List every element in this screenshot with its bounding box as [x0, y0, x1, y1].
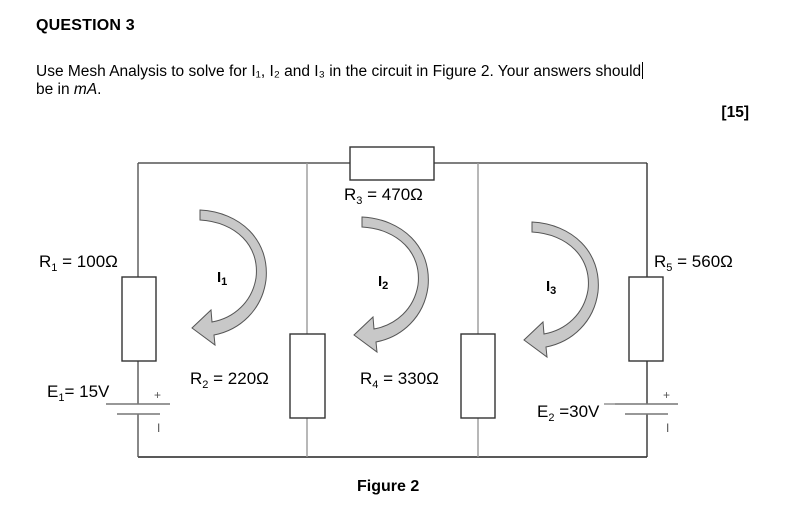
label-r4: R4 = 330Ω	[360, 369, 439, 391]
battery-e2: + I	[604, 388, 678, 435]
battery-e1: + I	[106, 388, 170, 435]
mesh-arrow-i2	[353, 216, 429, 353]
label-i1: I1	[217, 269, 227, 288]
label-r1: R1 = 100Ω	[39, 252, 118, 274]
label-r3: R3 = 470Ω	[344, 185, 423, 207]
battery-e2-minus-sign: I	[666, 421, 669, 435]
resistor-r2	[289, 333, 326, 419]
label-r2: R2 = 220Ω	[190, 369, 269, 391]
question-prompt: Use Mesh Analysis to solve for I₁, I₂ an…	[36, 62, 776, 99]
label-e1: E1= 15V	[47, 382, 110, 404]
resistor-r5	[628, 276, 664, 362]
label-i3: I3	[546, 278, 556, 297]
prompt-text-line1: Use Mesh Analysis to solve for I₁, I₂ an…	[36, 63, 642, 80]
label-i2: I2	[378, 273, 388, 292]
battery-e1-plus-sign: +	[154, 388, 161, 402]
battery-e2-plus-sign: +	[663, 388, 670, 402]
text-cursor	[642, 62, 644, 79]
prompt-text-line2: be in	[36, 81, 74, 98]
mesh-arrow-i3	[523, 221, 599, 358]
prompt-unit: mA	[73, 81, 98, 98]
label-e2: E2 =30V	[537, 402, 600, 424]
resistor-r3	[349, 146, 435, 181]
label-r5: R5 = 560Ω	[654, 252, 733, 274]
question-marks: [15]	[721, 104, 749, 121]
question-heading: QUESTION 3	[36, 17, 135, 34]
prompt-period: .	[97, 81, 102, 98]
figure-caption: Figure 2	[357, 478, 419, 495]
mesh-arrow-i1	[191, 209, 267, 346]
battery-e1-minus-sign: I	[157, 421, 160, 435]
resistor-r1	[121, 276, 157, 362]
resistor-r4	[460, 333, 496, 419]
wires	[137, 162, 648, 458]
